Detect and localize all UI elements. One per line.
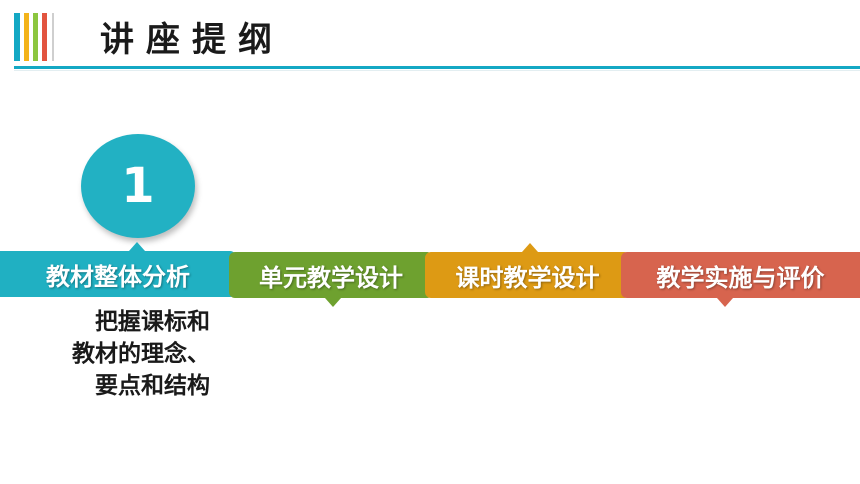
step-4-text: 教学实施与评价: [656, 263, 825, 292]
step-3-pointer: [522, 243, 538, 252]
page-title: 讲座提纲: [100, 20, 284, 60]
step-number-circle: 1: [81, 134, 195, 238]
step-4-pointer: [717, 298, 733, 307]
header-bar-gray: [52, 13, 54, 61]
step-1-description: 把握课标和 教材的理念、 要点和结构: [40, 306, 210, 402]
header-decoration: [0, 13, 62, 61]
step-2-pointer: [325, 298, 341, 307]
header-bar-yellow: [24, 13, 29, 61]
step-1-text: 教材整体分析: [46, 262, 190, 291]
step-1-label[interactable]: 教材整体分析: [0, 251, 236, 297]
header-bar-green: [33, 13, 38, 61]
step-2-text: 单元教学设计: [259, 263, 403, 292]
step-3-label[interactable]: 课时教学设计: [425, 252, 630, 298]
step-4-label[interactable]: 教学实施与评价: [621, 252, 860, 298]
header-divider-shadow: [14, 70, 860, 71]
header-bar-red: [42, 13, 47, 61]
description-line-3: 要点和结构: [95, 373, 210, 399]
description-line-1: 把握课标和: [95, 309, 210, 335]
header-bar-teal: [14, 13, 20, 61]
header-divider: [14, 66, 860, 69]
step-2-label[interactable]: 单元教学设计: [229, 252, 433, 298]
step-1-pointer: [129, 242, 145, 251]
step-3-text: 课时教学设计: [455, 263, 600, 292]
description-line-2: 教材的理念、: [72, 341, 210, 367]
